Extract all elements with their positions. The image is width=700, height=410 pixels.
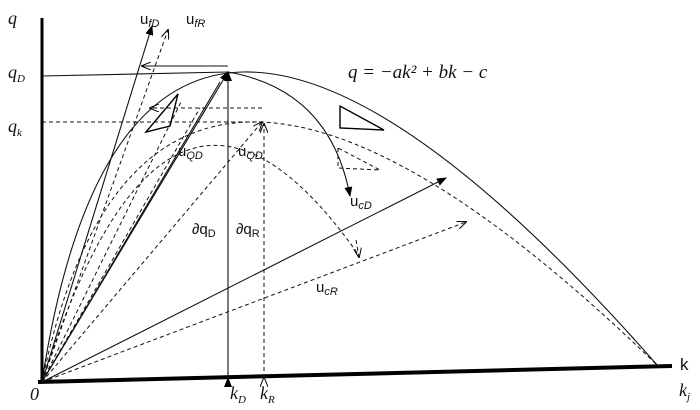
kD-label: kD <box>230 383 246 406</box>
inner-dashed-arc <box>41 144 359 383</box>
inner-dashed-arc-arrow <box>356 239 359 257</box>
ufR-vector <box>41 30 168 383</box>
ucD-label: ucD <box>350 193 372 212</box>
ucR-vector <box>41 222 466 383</box>
qk-label: qk <box>8 116 23 139</box>
y-axis-label: q <box>8 8 17 28</box>
uQD-dashed-label: uQD <box>238 143 263 162</box>
curve-equation: q = −ak² + bk − c <box>348 62 488 83</box>
kR-label: kR <box>260 383 275 406</box>
uQD-solid-vector-2 <box>41 81 221 383</box>
slope-triangle-left <box>144 93 179 134</box>
solid-flow-curve <box>41 71 659 383</box>
qD-label: qD <box>8 62 25 85</box>
ufD-label: ufD <box>140 11 159 30</box>
uQD-solid-label: uQD <box>178 143 203 162</box>
x-axis-label: k <box>680 355 689 374</box>
origin-label: 0 <box>30 384 39 404</box>
fan-dashed-2 <box>41 107 201 383</box>
fan-dashed-1 <box>41 99 183 383</box>
ufD-vector <box>41 25 154 383</box>
slope-triangle-right <box>339 104 385 131</box>
x-axis <box>37 364 673 384</box>
ucD-vector <box>41 177 447 383</box>
qD-reference-line <box>41 71 229 77</box>
x-axis-label-kj: kj <box>679 380 690 403</box>
slope-triangle-dashed <box>337 147 381 171</box>
dqR-label: ∂qR <box>236 221 260 240</box>
ucR-label: ucR <box>316 279 338 298</box>
ufR-label: ufR <box>186 11 205 30</box>
solid-arc-to-ucD <box>227 71 353 197</box>
dqD-label: ∂qD <box>192 221 216 240</box>
dashed-flow-curve <box>41 121 659 383</box>
